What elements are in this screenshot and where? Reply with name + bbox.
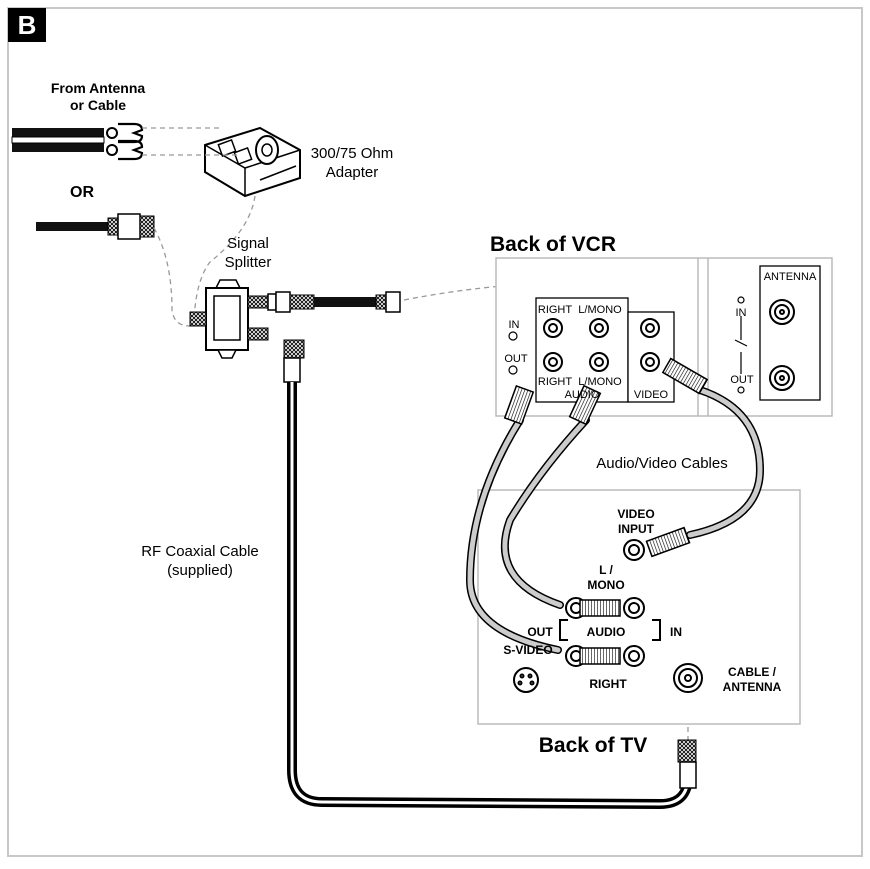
or-label: OR	[70, 184, 94, 201]
splitter-to-vcr-cable	[267, 291, 401, 313]
adapter-label-1: 300/75 Ohm	[311, 145, 394, 162]
tv-l-mono-label-2: MONO	[587, 578, 624, 592]
tv-video-input-label-2: INPUT	[618, 522, 655, 536]
vcr-antenna-label: ANTENNA	[764, 271, 817, 283]
signal-splitter	[189, 279, 269, 359]
vcr-jacks	[543, 299, 795, 391]
vcr-out-label: OUT	[504, 353, 528, 365]
vcr-small-icons	[508, 296, 748, 394]
vcr-in-label: IN	[509, 319, 520, 331]
vcr-ant-out-label: OUT	[730, 374, 754, 386]
diagram-labels: From Antenna or Cable OR 300/75 Ohm Adap…	[51, 80, 728, 757]
av-cables-label: Audio/Video Cables	[596, 455, 727, 472]
vcr-video-label: VIDEO	[634, 389, 669, 401]
tv-audio-brackets	[559, 619, 661, 641]
splitter-label-2: Splitter	[225, 254, 272, 271]
tv-out-label: OUT	[527, 625, 553, 639]
vcr-lmono-bottom-label: L/MONO	[578, 376, 622, 388]
vcr-audio-label: AUDIO	[565, 389, 600, 401]
coax-source-wire	[36, 213, 155, 240]
from-antenna-label-1: From Antenna	[51, 80, 146, 96]
tv-video-input-label-1: VIDEO	[617, 507, 654, 521]
back-of-vcr-title: Back of VCR	[490, 233, 616, 256]
tv-s-video-label: S-VIDEO	[503, 643, 552, 657]
tv-in-label: IN	[670, 625, 682, 639]
ohm-adapter	[204, 126, 301, 198]
vcr-right-bottom-label: RIGHT	[538, 376, 573, 388]
figure-tag-letter: B	[18, 10, 37, 40]
figure-tag: B	[8, 8, 46, 42]
rf-cable-label-1: RF Coaxial Cable	[141, 543, 259, 560]
vcr-ant-in-label: IN	[736, 307, 747, 319]
from-antenna-label-2: or Cable	[70, 97, 126, 113]
rca-plugs	[503, 357, 709, 665]
vcr-lmono-top-label: L/MONO	[578, 304, 622, 316]
tv-cable-antenna-label-1: CABLE /	[728, 665, 777, 679]
back-of-tv-title: Back of TV	[539, 734, 648, 757]
tv-labels: VIDEO INPUT L / MONO OUT AUDIO IN S-VIDE…	[503, 507, 781, 694]
tv-audio-label: AUDIO	[587, 625, 626, 639]
av-cables	[465, 386, 765, 654]
frame-border	[7, 7, 863, 857]
rf-coax-cable	[283, 339, 697, 809]
twin-lead-wire	[11, 122, 144, 161]
rf-cable-label-2: (supplied)	[167, 562, 233, 579]
splitter-label-1: Signal	[227, 235, 269, 252]
adapter-label-2: Adapter	[326, 164, 379, 181]
vcr-labels: IN OUT RIGHT L/MONO RIGHT L/MONO AUDIO V…	[504, 271, 817, 401]
tv-cable-antenna-label-2: ANTENNA	[723, 680, 782, 694]
tv-l-mono-label-1: L /	[599, 563, 613, 577]
vcr-right-top-label: RIGHT	[538, 304, 573, 316]
tv-right-label: RIGHT	[589, 677, 627, 691]
